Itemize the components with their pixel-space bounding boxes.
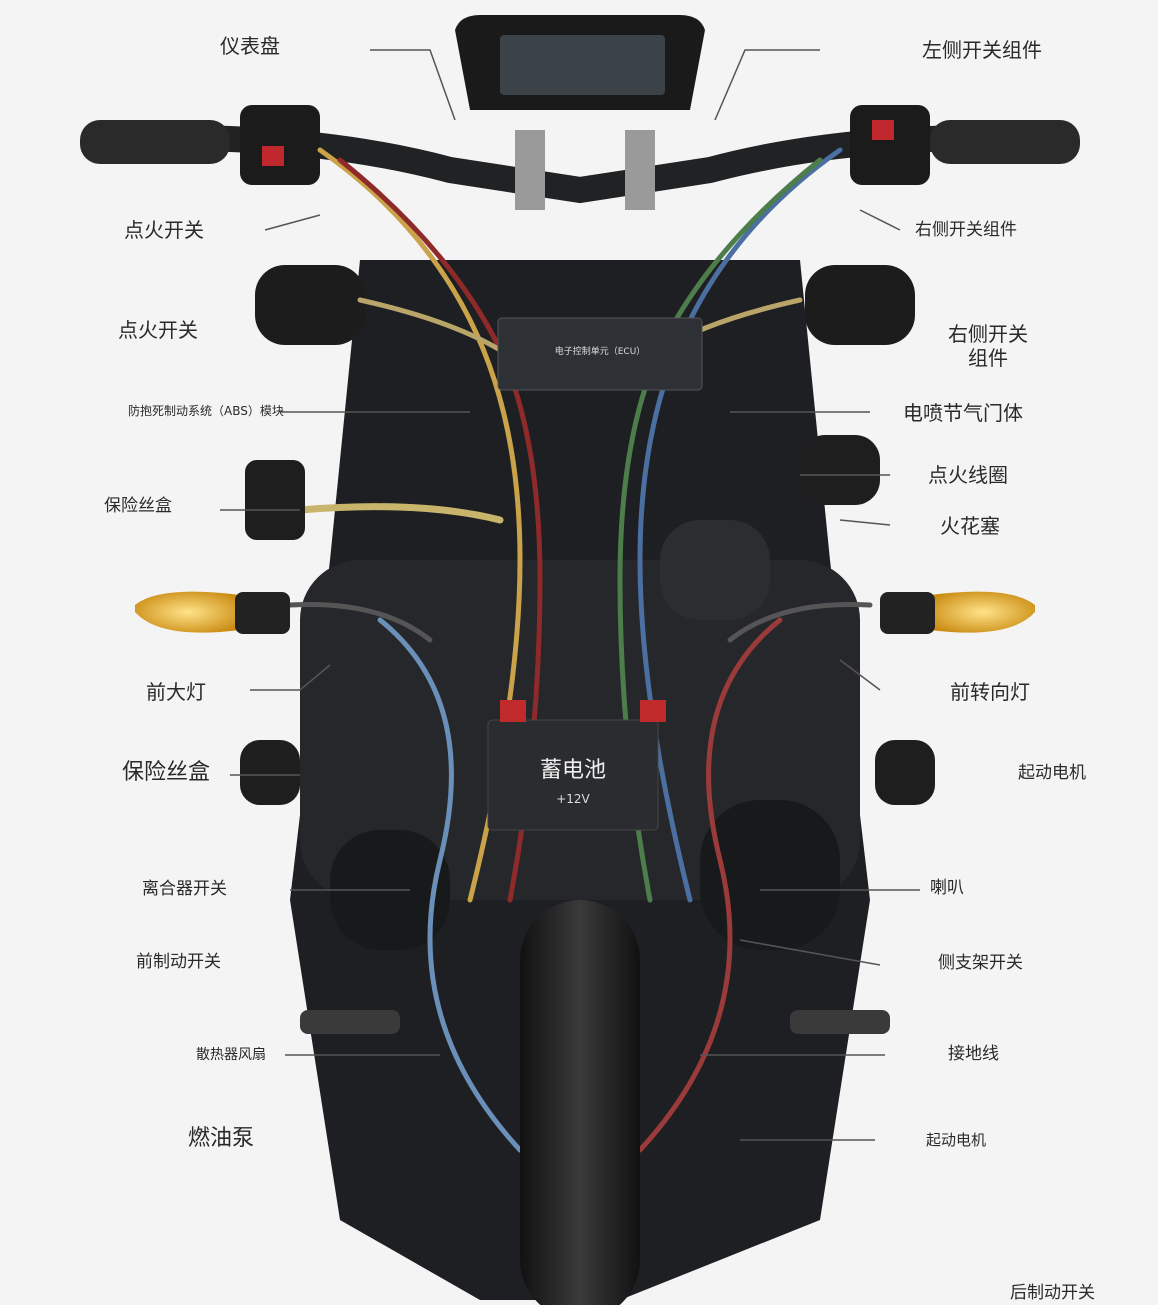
label-horn: 喇叭 <box>930 878 964 898</box>
label-ground-wire: 接地线 <box>948 1044 999 1064</box>
label-ignition-switch-1: 点火开关 <box>124 218 204 242</box>
label-rear-brake-switch: 后制动开关 <box>1010 1283 1095 1303</box>
leader-lines <box>220 49 920 1141</box>
label-abs-module: 防抱死制动系统（ABS）模块 <box>128 404 284 418</box>
label-front-turn-signal: 前转向灯 <box>950 680 1030 704</box>
handlebar <box>80 105 1080 210</box>
dashboard-display <box>455 15 705 110</box>
label-starter-motor-1: 起动电机 <box>1018 763 1086 783</box>
label-dashboard: 仪表盘 <box>220 34 280 58</box>
label-fuse-box-2: 保险丝盒 <box>122 760 211 785</box>
battery-label: 蓄电池 <box>539 758 606 783</box>
front-turn-signals <box>135 591 1035 634</box>
battery <box>487 719 659 831</box>
label-right-switch-assembly-2: 右侧开关 组件 <box>948 322 1028 370</box>
label-headlight: 前大灯 <box>146 680 206 704</box>
label-clutch-switch: 离合器开关 <box>142 879 227 899</box>
label-side-stand-switch: 侧支架开关 <box>938 953 1023 973</box>
label-ignition-switch-2: 点火开关 <box>118 318 198 342</box>
label-ignition-coil: 点火线圈 <box>928 463 1008 487</box>
label-fuel-pump: 燃油泵 <box>188 1126 255 1151</box>
label-fuse-box-1: 保险丝盒 <box>104 496 172 516</box>
label-radiator-fan: 散热器风扇 <box>196 1047 266 1063</box>
battery-voltage: +12V <box>556 792 590 806</box>
label-throttle-body: 电喷节气门体 <box>903 401 1023 425</box>
front-tire <box>520 900 640 1305</box>
label-starter-motor-2: 起动电机 <box>926 1131 987 1149</box>
label-left-switch-assembly: 左侧开关组件 <box>922 38 1042 62</box>
ecu-label: 电子控制单元（ECU） <box>554 347 646 357</box>
label-spark-plug: 火花塞 <box>940 514 1000 538</box>
label-right-switch-assembly-1: 右侧开关组件 <box>915 220 1017 240</box>
ecu-box <box>497 317 703 391</box>
label-front-brake-switch: 前制动开关 <box>136 952 221 972</box>
